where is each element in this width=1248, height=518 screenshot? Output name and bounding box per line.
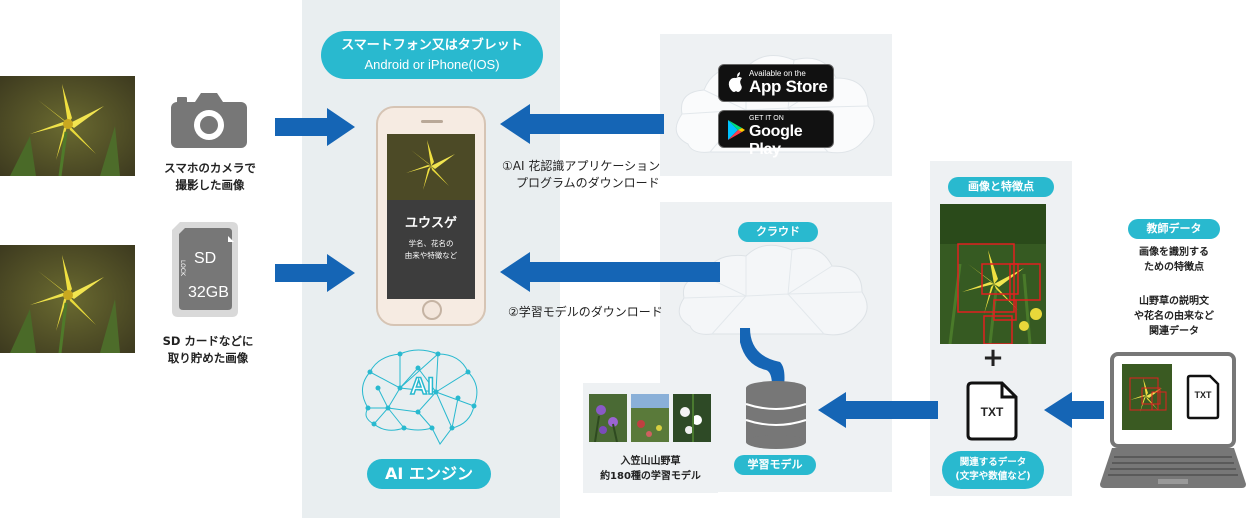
ai-engine-label: AI エンジン [367, 459, 491, 489]
app-store-badge[interactable]: Available on the App Store [718, 64, 834, 102]
google-play-top-text: GET IT ON [749, 115, 784, 122]
sd-label: SD [194, 250, 217, 267]
laptop-txt-label: TXT [1194, 390, 1212, 400]
camera-icon [171, 92, 247, 148]
cloud-label: クラウド [738, 222, 818, 242]
google-play-badge[interactable]: GET IT ON Google Play [718, 110, 834, 158]
phone-flower-name: ユウスゲ [404, 216, 457, 231]
phone-speaker [421, 120, 443, 123]
image-features-label: 画像と特徴点 [948, 177, 1054, 197]
ai-brain-icon [362, 349, 478, 445]
phone-flower-image [387, 134, 475, 200]
sample-photo-1 [589, 394, 627, 442]
model-caption: 入笠山山野草 約180種の学習モデル [600, 456, 701, 482]
arrow-sd-to-phone [275, 254, 355, 292]
apple-icon [728, 72, 742, 92]
phone-screen: ユウスゲ 学名、花名の 由来や特徴など [387, 134, 475, 299]
model-cloud [678, 244, 868, 336]
phone-flower-info: 学名、花名の 由来や特徴など [404, 239, 458, 260]
sd-lock-text: LOCK [179, 260, 186, 276]
arrow-store-to-phone [500, 104, 664, 144]
txt-label: TXT [980, 405, 1004, 419]
smartphone: ユウスゲ 学名、花名の 由来や特徴など [376, 106, 486, 326]
app-store-main-text: App Store [749, 77, 828, 96]
txt-document-icon: TXT [966, 381, 1018, 441]
sample-photo-3 [673, 394, 711, 442]
google-play-icon [728, 120, 745, 140]
feature-points-photo [940, 204, 1046, 344]
sd-card-icon: LOCK SD 32GB [170, 222, 240, 317]
ai-brain-text: AI [409, 372, 435, 401]
cloud-to-model-connector [740, 328, 785, 386]
teacher-data-label: 教師データ [1128, 219, 1220, 239]
arrow-camera-to-phone [275, 108, 355, 146]
camera-caption: スマホのカメラで 撮影した画像 [164, 161, 256, 192]
plus-sign: + [982, 343, 1004, 373]
phone-home-button [422, 300, 442, 320]
laptop-icon [1100, 352, 1246, 488]
google-play-main-text: Google Play [749, 123, 803, 158]
teacher-data-desc1: 画像を識別する ための特徴点 [1139, 247, 1209, 273]
related-data-label: 関連するデータ (文字や数値など) [942, 451, 1044, 489]
arrow-features-to-model [818, 392, 938, 428]
flower-photo-camera [0, 76, 135, 176]
sd-capacity: 32GB [188, 284, 229, 301]
app-store-top-text: Available on the [749, 69, 806, 78]
arrow-cloud-to-phone [500, 252, 720, 292]
arrow-laptop-to-features [1044, 392, 1104, 428]
flower-photo-sd [0, 245, 135, 353]
sd-caption: SD カードなどに 取り貯めた画像 [162, 334, 254, 365]
learning-model-label: 学習モデル [734, 455, 816, 475]
device-bubble: スマートフォン又はタブレット Android or iPhone(IOS) [321, 31, 543, 79]
sample-photo-2 [631, 394, 669, 442]
teacher-data-desc2: 山野草の説明文 や花名の由来など 関連データ [1134, 296, 1214, 337]
download-app-caption: ①AI 花認識アプリケーション プログラムのダウンロード [502, 159, 661, 190]
database-icon [745, 381, 807, 449]
download-model-caption: ②学習モデルのダウンロード [508, 305, 663, 319]
